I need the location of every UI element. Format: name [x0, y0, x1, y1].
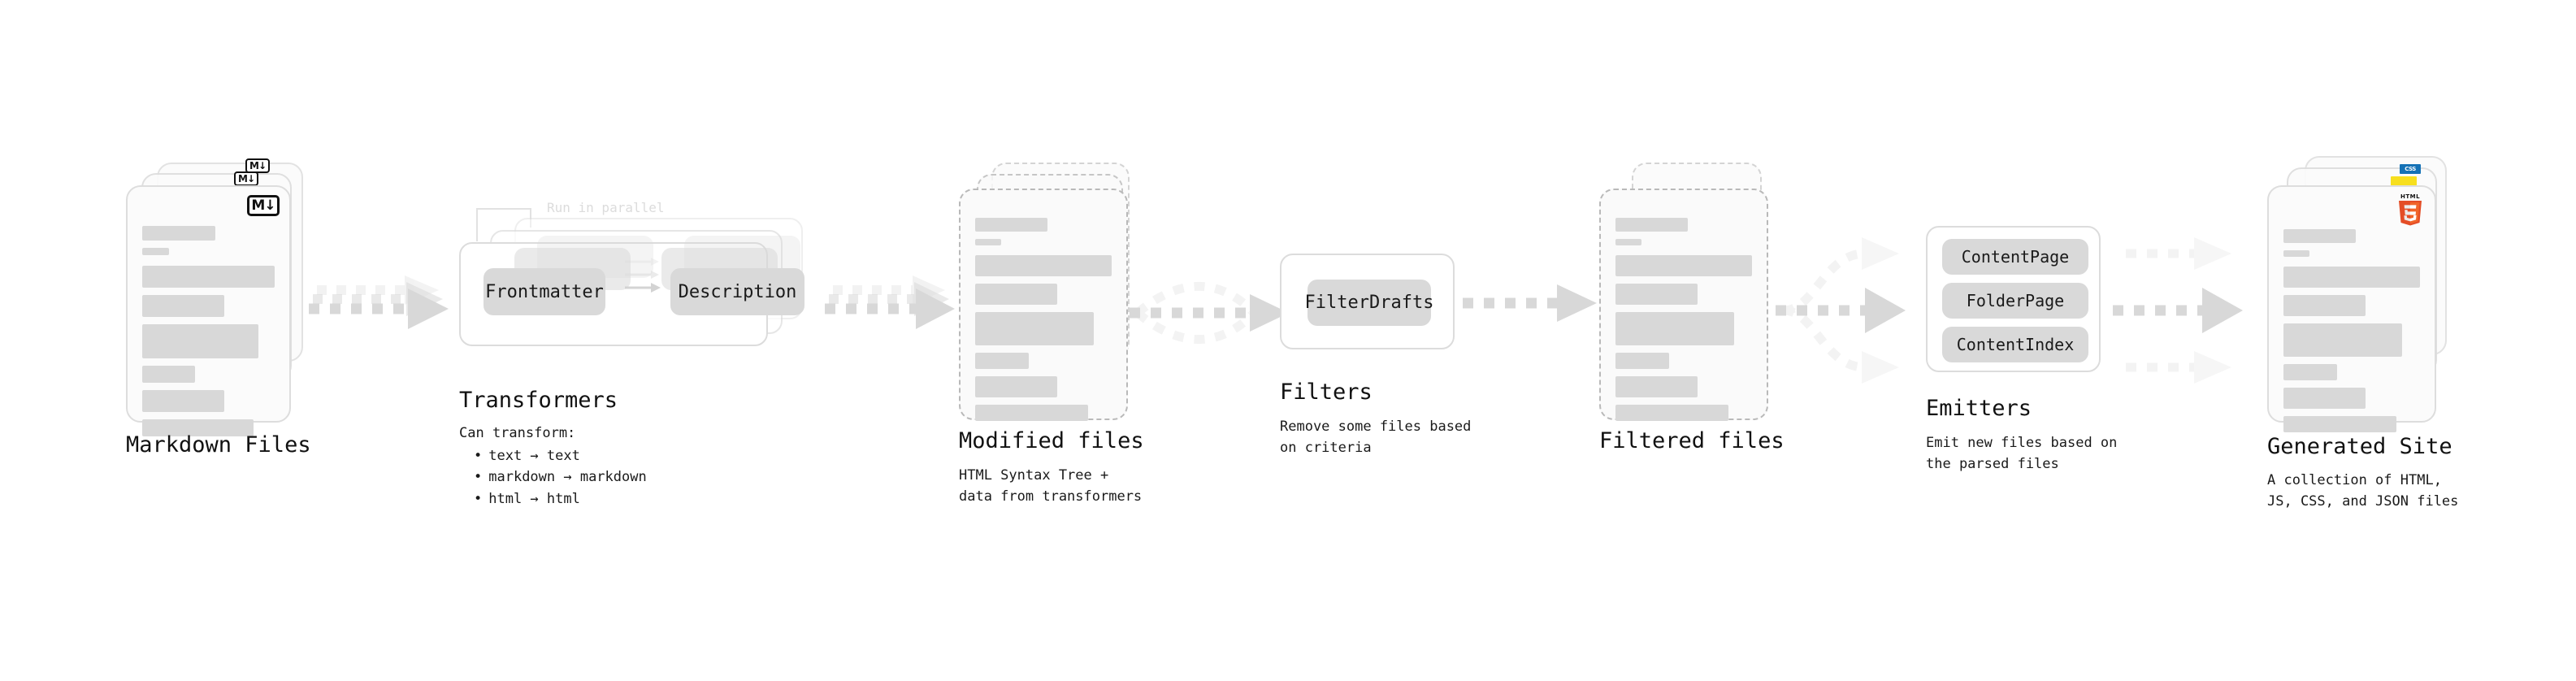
modified-files-subtitle: HTML Syntax Tree + data from transformer…	[959, 467, 1143, 505]
arrow-transformers-to-modified	[825, 275, 955, 329]
css-badge: CSS	[2400, 164, 2421, 174]
markdown-files-title: Markdown Files	[126, 432, 311, 458]
arrow-filtered-to-emitters	[1776, 237, 1906, 384]
arrow-emitters-to-site	[2113, 237, 2243, 384]
markdown-card-content	[142, 226, 275, 444]
svg-text:HTML: HTML	[2400, 193, 2420, 200]
transformer-chip-frontmatter[interactable]: Frontmatter	[484, 268, 605, 315]
filtered-files-title: Filtered files	[1599, 428, 1785, 453]
modified-card-content	[975, 218, 1112, 428]
transformer-chip-description[interactable]: Description	[670, 268, 804, 315]
filtered-card-front	[1599, 189, 1768, 421]
emitters-box: ContentPage FolderPage ContentIndex	[1926, 226, 2101, 372]
transformer-inner-arrows	[625, 258, 661, 293]
emitter-chip-contentindex[interactable]: ContentIndex	[1942, 327, 2088, 362]
html5-icon: HTML	[2396, 192, 2425, 226]
markdown-badge-back-1: M↓	[234, 171, 258, 186]
emitter-chip-contentpage[interactable]: ContentPage	[1942, 239, 2088, 275]
modified-card-front	[959, 189, 1128, 421]
markdown-files-card-stack: M↓ M↓ M↓	[126, 158, 317, 436]
generated-site-subtitle: A collection of HTML, JS, CSS, and JSON …	[2267, 472, 2459, 510]
generated-site-card-stack: CSS HTML	[2267, 156, 2470, 432]
arrow-markdown-to-transformers	[309, 275, 449, 329]
arrow-modified-to-filters	[1130, 281, 1289, 345]
parallel-bracket	[476, 208, 531, 241]
modified-files-title: Modified files	[959, 428, 1144, 453]
generated-site-title: Generated Site	[2267, 434, 2452, 459]
transformer-bullet-html: html → html	[474, 488, 647, 510]
emitter-chip-folderpage[interactable]: FolderPage	[1942, 283, 2088, 319]
transformer-bullet-text: text → text	[474, 445, 647, 466]
run-in-parallel-label: Run in parallel	[547, 200, 665, 215]
filters-subtitle: Remove some files based on criteria	[1280, 419, 1472, 457]
arrow-filters-to-filtered	[1463, 284, 1597, 322]
filters-title: Filters	[1280, 380, 1373, 405]
filtered-files-card-stack	[1599, 163, 1790, 423]
transformers-title: Transformers	[459, 388, 618, 413]
site-card-front: HTML	[2267, 185, 2436, 432]
emitters-title: Emitters	[1926, 396, 2032, 421]
modified-files-card-stack	[959, 163, 1150, 423]
transformers-group: Run in parallel Frontmatter	[451, 195, 825, 358]
markdown-badge-front: M↓	[247, 195, 280, 216]
markdown-card-front: M↓	[126, 185, 291, 436]
filter-chip-filterdrafts[interactable]: FilterDrafts	[1305, 280, 1433, 326]
transformer-bullet-markdown: markdown → markdown	[474, 466, 646, 488]
emitters-subtitle: Emit new files based on the parsed files	[1926, 435, 2118, 473]
filters-box: FilterDrafts	[1280, 254, 1455, 349]
transformers-bullet-list: text → text markdown → markdown html → h…	[459, 445, 647, 510]
transformers-subtitle: Can transform:	[459, 425, 576, 441]
filtered-card-content	[1615, 218, 1752, 428]
site-card-content	[2283, 229, 2420, 440]
